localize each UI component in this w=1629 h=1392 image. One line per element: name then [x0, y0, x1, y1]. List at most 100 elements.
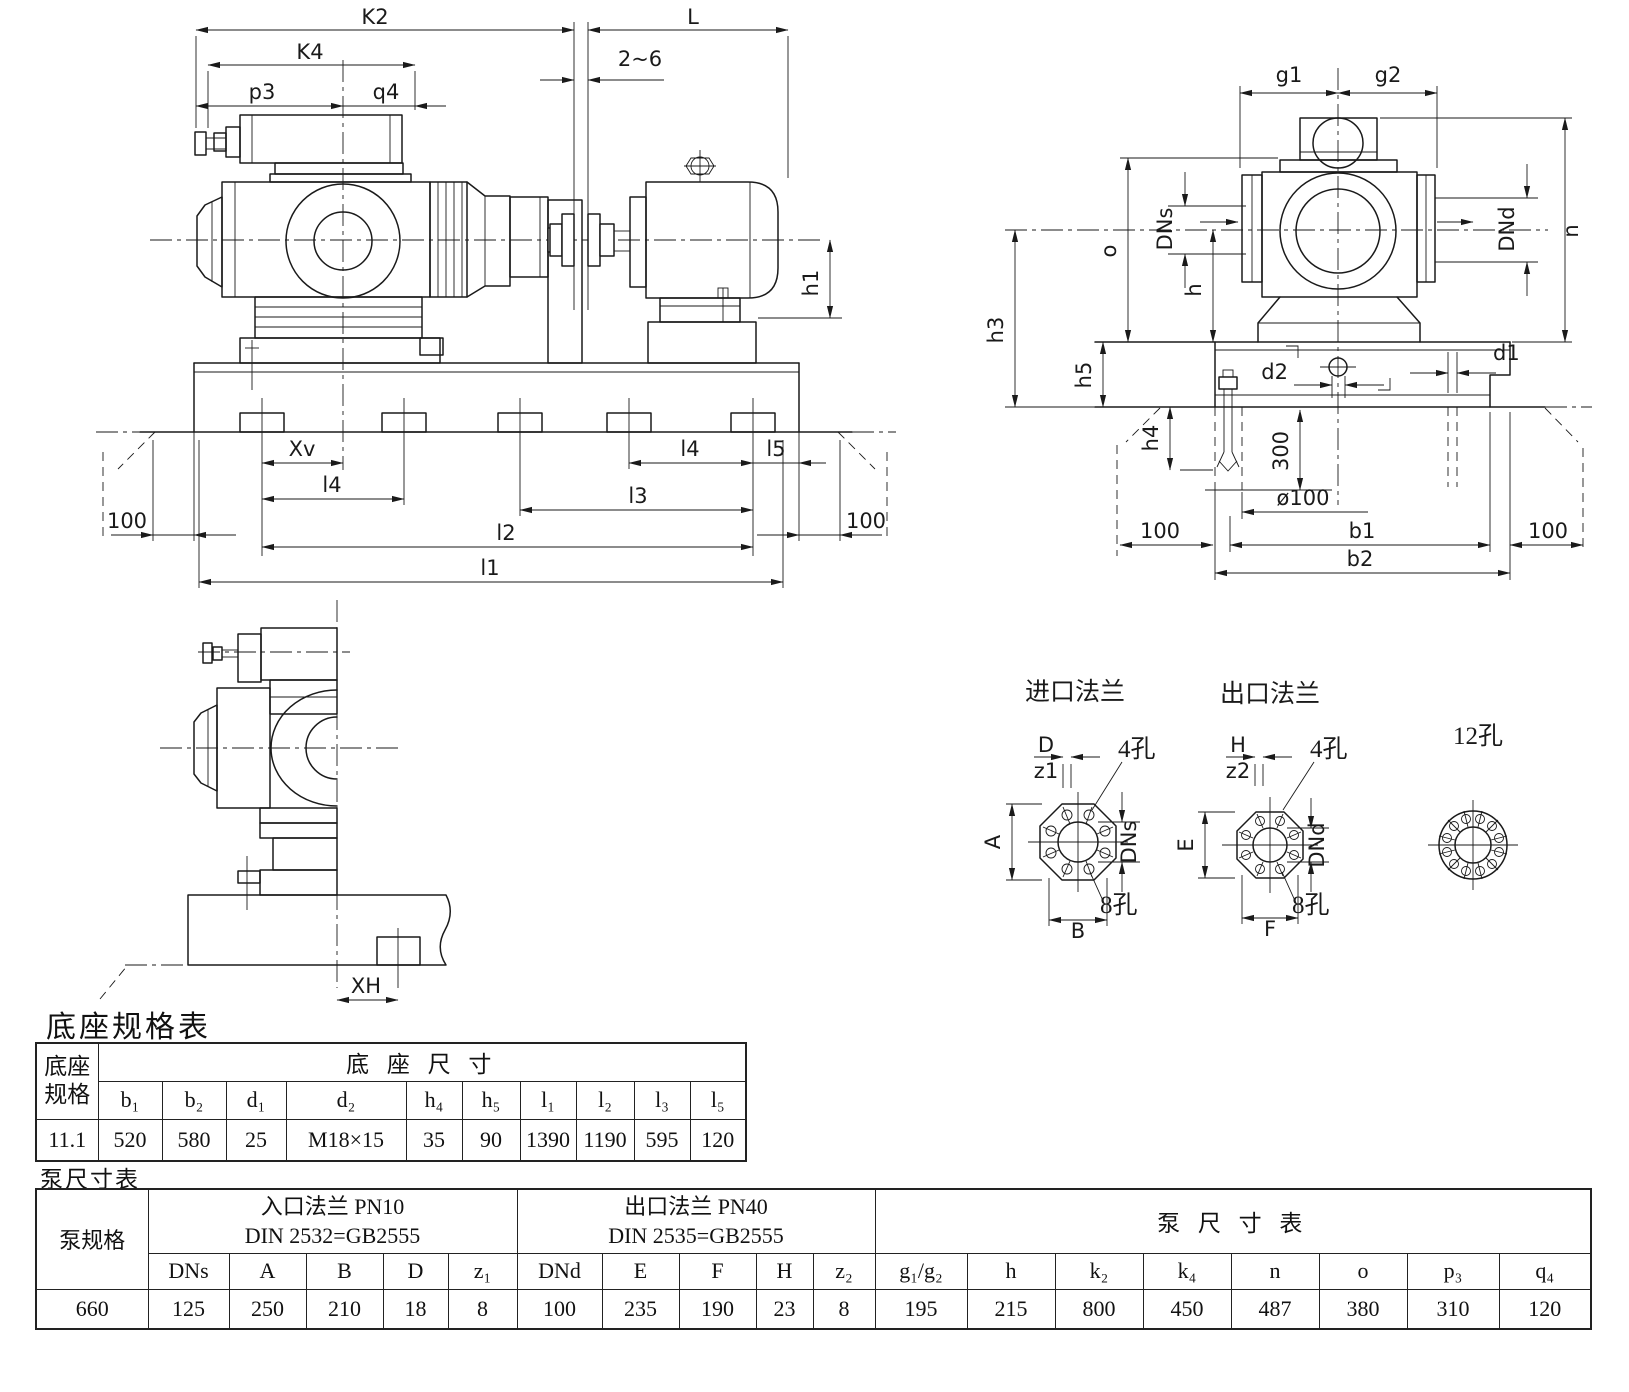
col-header: h: [966, 1252, 1056, 1290]
dim-label-xh: XH: [351, 974, 381, 998]
dim-label-d: D: [1038, 733, 1054, 757]
col-header: l₁: [519, 1080, 577, 1120]
dim-label-l4-left: l4: [322, 473, 341, 497]
cell: 595: [633, 1118, 691, 1162]
col-header: h₅: [461, 1080, 521, 1120]
inlet-group-line1: 入口法兰 PN10: [260, 1193, 405, 1219]
dim-label-xv: Xv: [289, 437, 316, 461]
col-header: k₄: [1142, 1252, 1232, 1290]
coupling-disc: [587, 213, 601, 267]
dim-label-dia100: ø100: [1277, 486, 1330, 510]
col-header: p₃: [1406, 1252, 1500, 1290]
inlet-flange-title: 进口法兰: [1025, 678, 1125, 706]
dim-label-h: h: [1182, 283, 1206, 296]
coupling-disc: [561, 213, 575, 267]
anchor-bolt: [1218, 376, 1238, 390]
cell: 8: [812, 1288, 876, 1330]
cell: 100: [516, 1288, 603, 1330]
cell: 210: [305, 1288, 384, 1330]
dim-label-z2: z2: [1226, 759, 1250, 783]
col-header: DNd: [516, 1252, 603, 1290]
dim-label-b1: b1: [1349, 519, 1376, 543]
cell: 120: [689, 1118, 747, 1162]
dim-label-g1: g1: [1276, 63, 1303, 87]
pump-end-cap: [196, 196, 223, 288]
cell: 120: [1498, 1288, 1592, 1330]
col-header: b₂: [161, 1080, 227, 1120]
col-header: DNs: [147, 1252, 230, 1290]
col-header: o: [1318, 1252, 1408, 1290]
cell: 250: [228, 1288, 307, 1330]
cell: 23: [755, 1288, 814, 1330]
pump-installation-drawing: K2 L K4 2~6 p3 q4 h1 Xv l4 l5 l4 l3 l2 l…: [96, 5, 1592, 1004]
section-view: XH: [99, 600, 451, 1004]
dim-label-l5: l5: [766, 437, 785, 461]
valve-adjust-bolt: [194, 131, 207, 156]
cell: 310: [1406, 1288, 1500, 1330]
motor: [645, 181, 779, 299]
table-row: 11.1 520 580 25 M18×15 35 90 1390 1190 5…: [35, 1118, 747, 1162]
cell: 195: [874, 1288, 968, 1330]
dim-label-k2: K2: [361, 5, 388, 29]
dim-label-k4: K4: [296, 40, 323, 64]
dim-label-f: F: [1264, 917, 1276, 941]
label-4-holes-outlet: 4孔: [1310, 736, 1348, 763]
col-header: q₄: [1498, 1252, 1592, 1290]
dim-label-d1: d1: [1493, 341, 1520, 365]
pump-body: [221, 181, 431, 298]
dim-label-l4-right: l4: [680, 437, 699, 461]
label-8-holes-outlet: 8孔: [1292, 892, 1330, 919]
dim-label-z1: z1: [1034, 759, 1058, 783]
dim-label-100-left: 100: [1140, 519, 1180, 543]
col-header: z₂: [812, 1252, 876, 1290]
label-4-holes-inlet: 4孔: [1118, 736, 1156, 763]
cell: 18: [382, 1288, 449, 1330]
col-header: E: [601, 1252, 680, 1290]
cell: 520: [97, 1118, 163, 1162]
dim-label-q4: q4: [373, 80, 400, 104]
col-header: d₁: [225, 1080, 287, 1120]
dim-label-h-flange: H: [1230, 733, 1246, 757]
cell: 380: [1318, 1288, 1408, 1330]
lantern-bracket: [466, 181, 511, 298]
dim-label-h4: h4: [1139, 425, 1163, 452]
dim-label-h1: h1: [799, 270, 823, 297]
pump-dimension-table: 泵规格 入口法兰 PN10 DIN 2532=GB2555 出口法兰 PN40 …: [35, 1188, 1592, 1330]
cell: 25: [225, 1118, 287, 1162]
table-row: 660 125 250 210 18 8 100 235 190 23 8 19…: [35, 1288, 1592, 1330]
cell: M18×15: [285, 1118, 407, 1162]
col-header: l₃: [633, 1080, 691, 1120]
col-header: h₄: [405, 1080, 463, 1120]
col-header: z₁: [447, 1252, 518, 1290]
cell: 487: [1230, 1288, 1320, 1330]
dim-label-300: 300: [1269, 431, 1293, 471]
col-header: D: [382, 1252, 449, 1290]
base-section: [187, 894, 451, 966]
dim-label-dnd: DNd: [1495, 206, 1519, 251]
pump-dims-group-header: 泵 尺 寸 表: [874, 1188, 1592, 1254]
col-header: A: [228, 1252, 307, 1290]
col-header: l₂: [575, 1080, 635, 1120]
dim-label-o: o: [1097, 245, 1121, 258]
dim-label-l2: l2: [496, 521, 515, 545]
cell: 1390: [519, 1118, 577, 1162]
cell: 90: [461, 1118, 521, 1162]
outlet-flange-group-header: 出口法兰 PN40 DIN 2535=GB2555: [516, 1188, 876, 1254]
label-12-holes: 12孔: [1453, 723, 1503, 750]
bearing-housing: [509, 196, 549, 278]
inlet-flange: D z1 4孔 A DNs B 8孔: [981, 733, 1156, 943]
motor-block: [647, 321, 757, 364]
cell: 660: [35, 1288, 149, 1330]
outlet-group-line1: 出口法兰 PN40: [624, 1193, 768, 1219]
dim-label-b: B: [1071, 919, 1085, 943]
dim-label-100-left: 100: [107, 509, 147, 533]
dim-label-l3: l3: [628, 484, 647, 508]
inlet-flange-group-header: 入口法兰 PN10 DIN 2532=GB2555: [147, 1188, 518, 1254]
dim-label-h3: h3: [984, 317, 1008, 344]
cell: 450: [1142, 1288, 1232, 1330]
cell: 215: [966, 1288, 1056, 1330]
relief-valve: [239, 114, 403, 164]
dim-label-100-right: 100: [1528, 519, 1568, 543]
dim-label-e: E: [1174, 838, 1198, 851]
col-header: B: [305, 1252, 384, 1290]
